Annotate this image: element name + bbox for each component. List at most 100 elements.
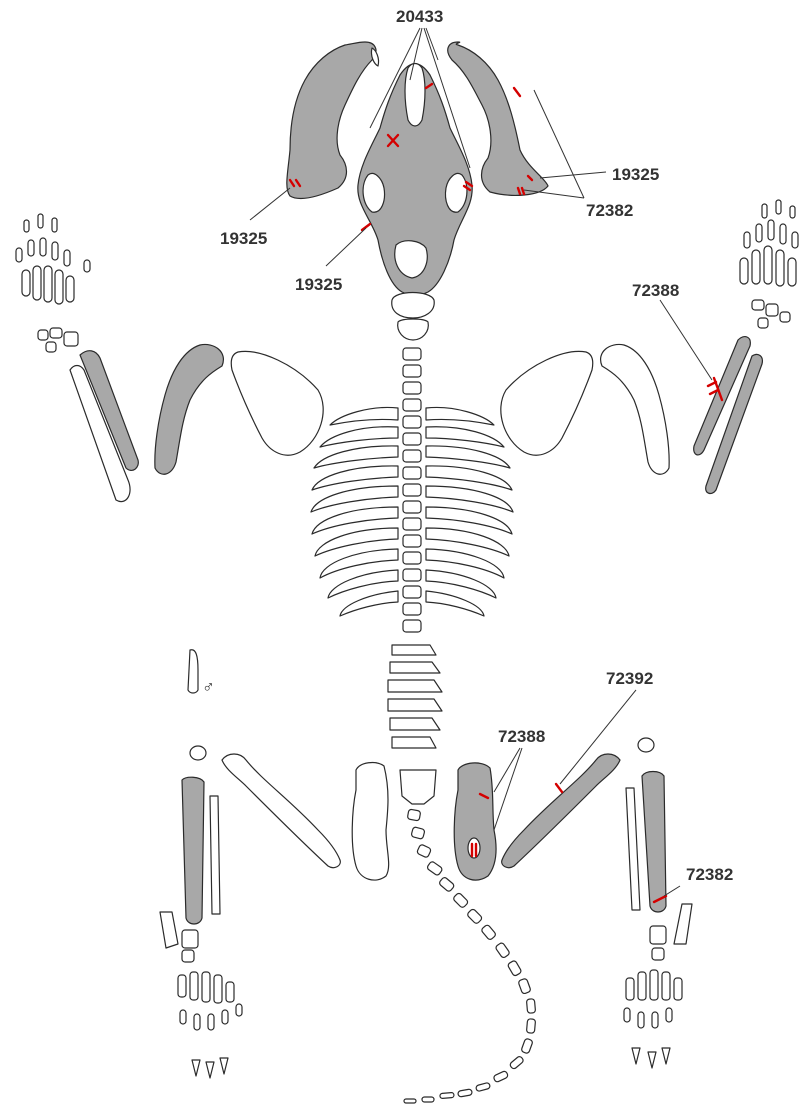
sacrum <box>400 770 436 804</box>
forelimb-left <box>16 214 138 502</box>
phalanx <box>624 1008 630 1022</box>
caudal-vertebra <box>481 924 497 941</box>
phalanx <box>208 1014 214 1030</box>
label-femur-right: 72392 <box>606 669 653 688</box>
carpal <box>766 304 778 316</box>
metatarsal <box>638 972 646 1000</box>
carpal <box>780 312 790 322</box>
tarsal <box>182 950 194 962</box>
metacarpal <box>764 246 772 284</box>
caudal-vertebra <box>493 1070 509 1082</box>
vertebra <box>403 450 421 462</box>
rib <box>320 427 398 447</box>
lumbar-vertebra <box>388 699 442 711</box>
phalanx <box>792 232 798 248</box>
caudal-vertebra <box>458 1089 473 1097</box>
metatarsal <box>662 972 670 1000</box>
spine <box>388 293 442 805</box>
metacarpal <box>44 266 52 302</box>
metacarpal <box>776 250 784 286</box>
phalanx <box>768 220 774 240</box>
humerus-left <box>155 344 224 474</box>
tibia-left <box>182 777 204 924</box>
rib <box>340 591 398 616</box>
tarsal <box>182 930 198 948</box>
caudal-vertebra <box>411 827 425 840</box>
caudal-vertebra <box>453 892 469 908</box>
atlas <box>392 293 434 319</box>
phalanx <box>762 204 767 218</box>
lumbar-vertebra <box>390 662 440 673</box>
phalanx <box>180 1010 186 1024</box>
label-mandible-right-b: 72382 <box>586 201 633 220</box>
nasal-ridge <box>405 64 425 127</box>
caudal-vertebra <box>440 1092 454 1098</box>
claw <box>648 1052 656 1068</box>
vertebra <box>403 467 421 479</box>
metatarsal <box>674 978 682 1000</box>
phalanx <box>638 1012 644 1028</box>
calcaneus-left <box>160 912 178 948</box>
vertebra <box>403 603 421 615</box>
carpal <box>46 342 56 352</box>
label-mandible-right-a: 19325 <box>612 165 659 184</box>
phalanx <box>52 218 57 232</box>
caudal-vertebra <box>416 844 431 858</box>
carpal <box>64 332 78 346</box>
caudal-vertebra <box>509 1055 524 1069</box>
caudal-vertebra <box>507 960 522 977</box>
rib <box>426 427 504 447</box>
caudal-vertebra <box>467 908 483 924</box>
rib <box>426 591 484 616</box>
caudal-vertebra <box>426 861 443 876</box>
phalanx <box>28 240 34 256</box>
pelvis-right <box>454 763 496 880</box>
phalanx <box>652 1012 658 1028</box>
femur-left <box>222 754 340 868</box>
baculum <box>188 650 198 693</box>
phalanx <box>16 248 22 262</box>
rib <box>330 407 398 425</box>
vertebra <box>403 348 421 360</box>
label-pelvis: 72388 <box>498 727 545 746</box>
carpal <box>752 300 764 310</box>
label-mandible-left: 19325 <box>220 229 267 248</box>
hindlimb-right <box>624 772 692 1069</box>
sex-symbol: ♂ <box>202 677 215 696</box>
phalanx <box>194 1014 200 1030</box>
metacarpal <box>740 258 748 284</box>
phalanx <box>38 214 43 228</box>
phalanx <box>790 206 795 218</box>
axis <box>398 319 429 340</box>
metacarpal <box>66 276 74 302</box>
claw <box>632 1048 640 1064</box>
phalanx <box>756 224 762 242</box>
metatarsal <box>226 982 234 1002</box>
metatarsal <box>626 978 634 1000</box>
caudal-vertebra <box>495 942 510 959</box>
metatarsal <box>178 975 186 997</box>
metacarpal <box>752 250 760 284</box>
phalanx <box>666 1008 672 1022</box>
claw <box>192 1060 200 1076</box>
forelimb-right <box>694 200 798 493</box>
phalanx <box>84 260 90 272</box>
lumbar-vertebra <box>390 718 440 730</box>
caudal-vertebra <box>438 876 455 892</box>
skull <box>358 64 472 296</box>
phalanx <box>24 220 29 232</box>
tarsal <box>650 926 666 944</box>
tibia-right <box>642 772 666 913</box>
vertebra <box>403 569 421 581</box>
metacarpal <box>22 270 30 296</box>
vertebra <box>403 620 421 632</box>
vertebra <box>403 433 421 445</box>
phalanx <box>40 238 46 256</box>
phalanx <box>236 1004 242 1016</box>
carpal <box>50 328 62 338</box>
metacarpal <box>788 258 796 286</box>
caudal-vertebra <box>526 1019 535 1034</box>
lumbar-vertebra <box>392 737 436 748</box>
phalanx <box>222 1010 228 1024</box>
